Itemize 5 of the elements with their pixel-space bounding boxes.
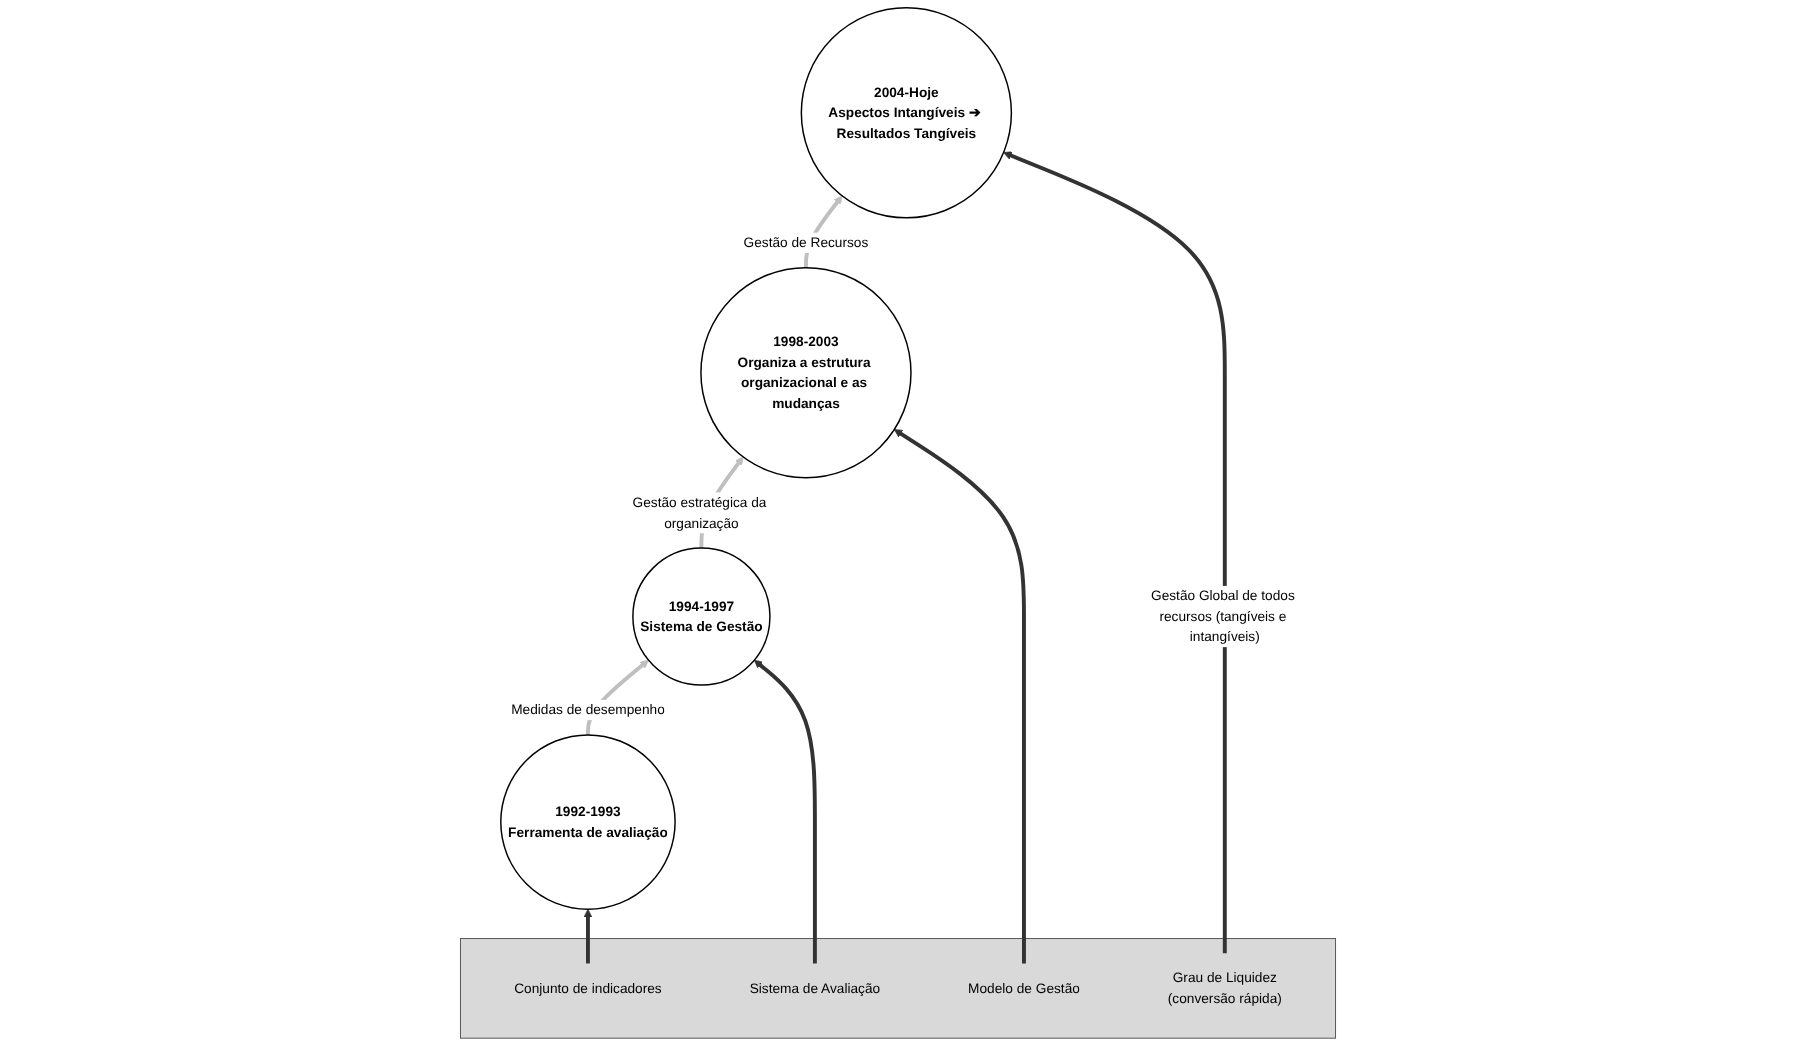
arrow	[583, 908, 593, 964]
arrow	[1003, 151, 1227, 954]
arrow	[893, 429, 1026, 964]
cluster	[459, 938, 1337, 1039]
arrow	[753, 659, 817, 964]
